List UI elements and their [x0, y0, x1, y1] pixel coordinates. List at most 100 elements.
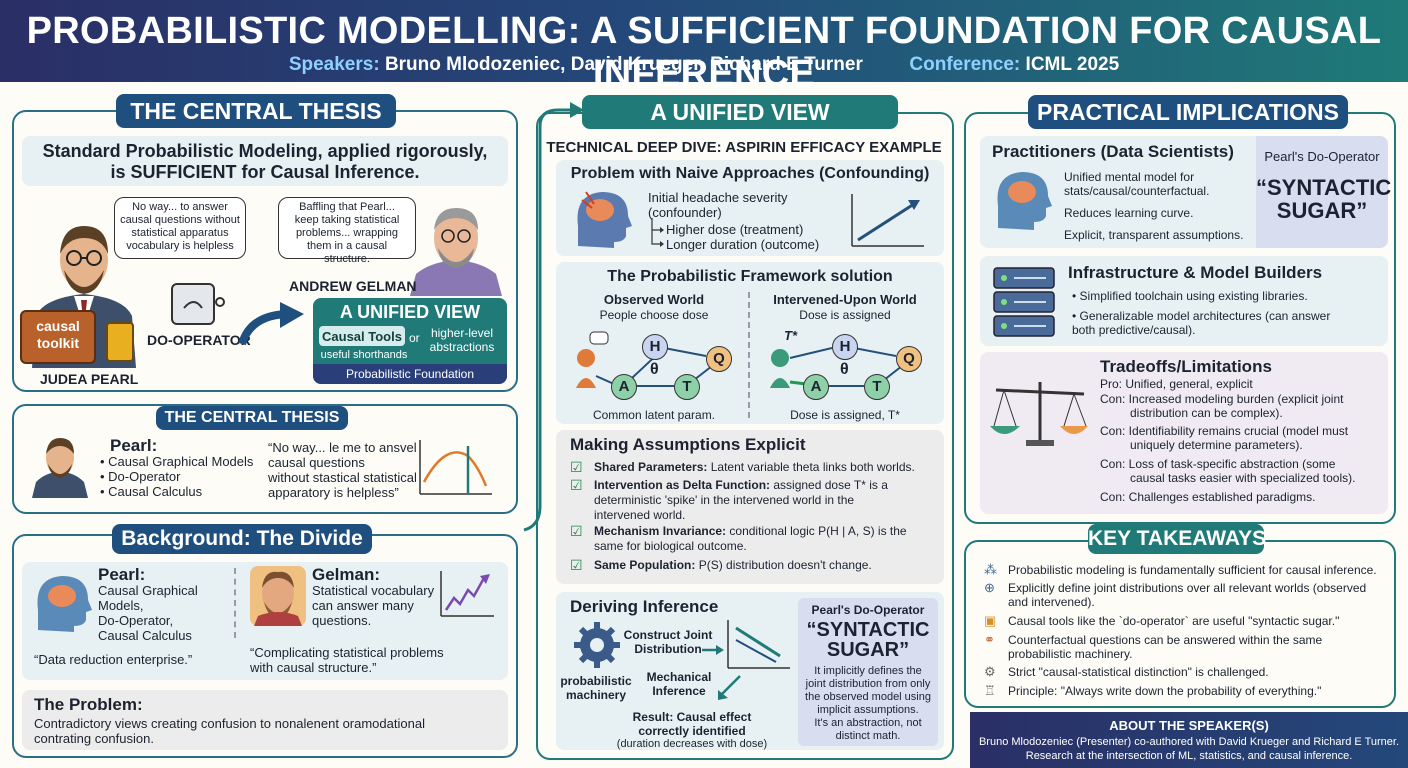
do-operator-device-icon [171, 283, 225, 325]
probabilistic-foundation-label: Probabilistic Foundation [345, 367, 475, 381]
balance-scale-icon [990, 382, 1088, 446]
practical-sugar-line: SUGAR” [1276, 198, 1368, 223]
conference-label: Conference: [909, 54, 1021, 75]
curve-chart-icon [419, 440, 492, 495]
gelman-speech-bubble: Baffling that Pearl... keep taking stati… [278, 197, 416, 265]
bracket-arrows-icon [651, 218, 664, 247]
about-line1: Bruno Mlodozeniec (Presenter) co-authore… [978, 736, 1400, 748]
assumption-head: Shared Parameters: [594, 460, 708, 474]
node-t-intervened [864, 374, 890, 400]
sugar-text-line: It's an abstraction, not [814, 717, 922, 729]
intervened-world-label: Intervened-Upon World [773, 292, 917, 307]
theta-intervened: θ [840, 361, 849, 378]
background-gelman-quote-line: with causal structure.” [250, 660, 377, 675]
inference-chart [702, 620, 790, 700]
assumption-item: Shared Parameters: Latent variable theta… [594, 460, 915, 474]
sugar-text-line: It implicitly defines the [814, 665, 922, 677]
node-q-observed [706, 346, 732, 372]
assumption-text: same for biological outcome. [594, 539, 747, 553]
bubble-line: them in a causal structure. [306, 240, 388, 265]
takeaways-title: KEY TAKEAWAYS [1088, 524, 1266, 554]
background-pearl-item: Do-Operator, [98, 613, 174, 628]
node-a-observed [611, 374, 637, 400]
practitioners-title: Practitioners (Data Scientists) [992, 142, 1234, 161]
speakers-line: Speakers: Bruno Mlodozeniec, David Krueg… [0, 54, 1408, 76]
assumption-head: Same Population: [594, 558, 696, 572]
theta-observed: θ [650, 361, 659, 378]
practitioners-line: Unified mental model for [1064, 170, 1195, 184]
assumption-text: conditional logic P(H | A, S) is the [729, 524, 907, 538]
background-pearl-item: Models, [98, 598, 144, 613]
naive-line-treatment: Higher dose (treatment) [666, 222, 804, 237]
observed-caption: Common latent param. [592, 408, 716, 422]
brain-head-icon [37, 576, 92, 632]
assumptions-card [556, 430, 944, 584]
check-icon: ☑ [570, 523, 583, 539]
useful-shorthands-label: useful shorthands [320, 349, 408, 361]
bubble-line: causal questions without [120, 214, 240, 226]
node-q-intervened [896, 346, 922, 372]
causal-tools-label: Causal Tools [322, 329, 402, 344]
handshake-icon: ⚭ [984, 632, 995, 647]
practical-do-operator-label: Pearl's Do-Operator [1264, 149, 1380, 164]
takeaway-line: and intervened). [1008, 595, 1095, 609]
thesis-statement-line1: Standard Probabilistic Modeling, applied… [42, 141, 488, 161]
globe-icon: ⊕ [984, 580, 995, 595]
background-pearl-label: Pearl: [98, 565, 146, 584]
trend-chart-icon [440, 571, 494, 617]
judea-pearl-name: JUDEA PEARL [40, 371, 139, 387]
thesis2-quote-line: apparatory is helpless” [268, 485, 399, 500]
server-stack-icon [993, 267, 1055, 337]
toolkit-label-line1: causal [36, 318, 80, 334]
check-icon: ☑ [570, 557, 583, 573]
takeaway-line: Principle: "Always write down the probab… [1008, 684, 1322, 698]
node-t-observed [674, 374, 700, 400]
assumption-item: Intervention as Delta Function: assigned… [594, 478, 888, 492]
node-h-label: H [649, 338, 661, 355]
pearl-small-portrait [32, 438, 88, 498]
observed-world-label: Observed World [603, 292, 705, 307]
speakers-label: Speakers: [288, 54, 380, 75]
bubble-line: Baffling that Pearl... [299, 201, 395, 213]
tradeoff-line: Pro: Unified, general, explicit [1100, 377, 1253, 391]
unified-view-title: A UNIFIED VIEW [582, 95, 898, 129]
trophy-icon: ♖ [984, 683, 996, 698]
problem-card [22, 690, 508, 750]
connector-arrow [523, 102, 584, 532]
takeaway-line: Counterfactual questions can be answered… [1008, 633, 1323, 647]
central-thesis-title: THE CENTRAL THESIS [116, 94, 396, 128]
do-operator-box-label: Pearl's Do-Operator [811, 603, 925, 617]
practical-sugar-line: “SYNTACTIC [1256, 175, 1392, 200]
background-gelman-item: questions. [312, 613, 372, 628]
intervened-world-sub: Dose is assigned [799, 308, 891, 322]
framework-title: The Probabilistic Framework solution [607, 268, 893, 285]
assumption-head: Mechanism Invariance: [594, 524, 727, 538]
thesis2-quote-line: causal questions [268, 455, 365, 470]
header-banner [0, 0, 1408, 82]
naive-approach-title: Problem with Naive Approaches (Confoundi… [570, 165, 930, 182]
andrew-gelman-name: ANDREW GELMAN [289, 278, 417, 294]
background-pearl-item: Causal Calculus [98, 628, 192, 643]
node-a-label: A [618, 378, 630, 395]
assumption-item: Mechanism Invariance: conditional logic … [594, 524, 907, 538]
check-icon: ☑ [570, 459, 583, 475]
naive-line-confounder: Initial headache severity [648, 190, 788, 205]
sugar-text-line: the observed model using [805, 691, 931, 703]
practitioners-line: Reduces learning curve. [1064, 206, 1194, 220]
practitioners-line: Explicit, transparent assumptions. [1064, 228, 1244, 242]
gear-icon: ⚙ [984, 664, 996, 679]
foundation-bar [313, 364, 507, 384]
causal-tools-chip [319, 326, 405, 346]
pill-bottle-icon [106, 322, 134, 362]
tradeoff-line: Con: Identifiability remains crucial (mo… [1100, 424, 1349, 438]
central-thesis-detail-title: THE CENTRAL THESIS [156, 406, 348, 430]
unified-subtitle: TECHNICAL DEEP DIVE: ASPIRIN EFFICACY EX… [546, 139, 942, 156]
assumption-text: deterministic 'spike' in the intervened … [594, 493, 855, 507]
sugar-text-line: joint distribution from only [805, 678, 931, 690]
andrew-gelman-portrait [410, 208, 502, 296]
tradeoffs-card [980, 352, 1388, 514]
assumption-item: Same Population: P(S) distribution doesn… [594, 558, 872, 572]
assumption-text: intervened world. [594, 508, 686, 522]
about-banner [970, 712, 1408, 768]
assumptions-title: Making Assumptions Explicit [570, 435, 806, 454]
